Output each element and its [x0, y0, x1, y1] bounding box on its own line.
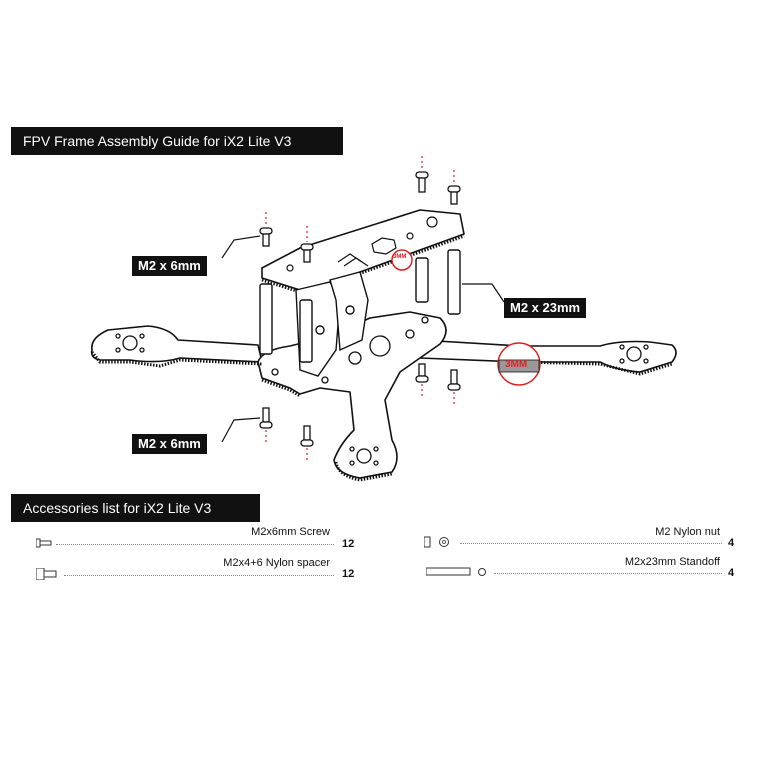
accessory-name: M2 Nylon nut	[655, 526, 720, 538]
accessory-name: M2x6mm Screw	[251, 526, 330, 538]
bottom-screws	[259, 363, 461, 447]
bottom-screw-callout: M2 x 6mm	[132, 434, 207, 454]
dotted-leader	[56, 544, 334, 545]
standoff-callout: M2 x 23mm	[504, 298, 587, 318]
spacer-icon	[36, 568, 57, 580]
accessories-heading: Accessories list for iX2 Lite V3	[11, 494, 260, 522]
accessory-qty: 4	[728, 567, 735, 579]
accessory-qty: 12	[342, 568, 355, 580]
thickness-label-arm: 3MM	[505, 359, 528, 370]
top-screws	[259, 171, 461, 263]
screw-icon	[36, 538, 52, 548]
accessory-name: M2x4+6 Nylon spacer	[223, 557, 330, 569]
standoffs	[259, 249, 461, 363]
assembly-guide-title: FPV Frame Assembly Guide for iX2 Lite V3	[11, 127, 343, 155]
motor-mount-holes	[115, 316, 649, 466]
accessory-qty: 4	[728, 537, 735, 549]
top-plate	[261, 209, 465, 291]
thickness-label-top: 3MM	[393, 254, 407, 260]
top-screw-callout: M2 x 6mm	[132, 256, 207, 276]
dotted-leader	[64, 575, 334, 576]
dotted-leader	[494, 573, 722, 574]
accessory-qty: 12	[342, 538, 355, 550]
camera-side-plates	[295, 271, 369, 377]
nut-icon	[424, 536, 449, 548]
dotted-leader	[460, 543, 722, 544]
assembly-guide-lines	[265, 156, 455, 462]
standoff-icon	[426, 567, 486, 576]
accessory-name: M2x23mm Standoff	[624, 556, 720, 568]
